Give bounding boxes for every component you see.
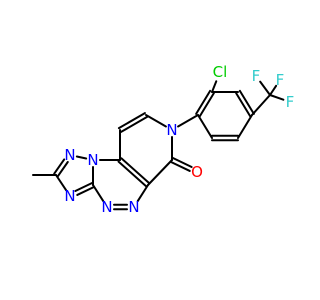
bond-ar3-ar4-0 (238, 89, 255, 115)
atom-label-f1: F (286, 93, 295, 111)
bond-ar4-ar5 (237, 114, 253, 139)
bond-ar6-ar1 (197, 114, 213, 139)
atom-label-o1: O (191, 163, 203, 181)
bond-c4a-c9b-0 (117, 160, 148, 188)
bond-cf3-f1 (269, 94, 285, 101)
bond-c4a-c9b-1 (120, 157, 151, 185)
atom-label-f3: F (252, 67, 261, 85)
bond-c3a-n4 (92, 184, 105, 203)
bond-c2-n1-1 (56, 160, 69, 178)
atom-label-n6: N (166, 121, 177, 139)
bond-cf3-f2 (269, 84, 278, 96)
atom-label-f2: F (276, 71, 285, 89)
bond-c6-o-1 (170, 160, 191, 172)
atom-label-n3: N (64, 187, 75, 205)
bond-c2-n1-0 (53, 158, 66, 175)
bond-ar1-ar2-0 (195, 89, 212, 115)
bond-c8-n7 (145, 114, 167, 128)
bond-c9-c8-0 (117, 112, 146, 130)
bond-ar2-cl (211, 80, 218, 93)
bond-c6-c4a (147, 159, 173, 186)
bond-c3a-n3-1 (74, 182, 94, 192)
bond-layer (32, 80, 285, 211)
atom-label-cl: Cl (213, 63, 228, 81)
bond-n3-c2 (55, 174, 68, 192)
bond-c3a-n3-0 (76, 185, 95, 196)
atom-label-n1: N (64, 146, 75, 164)
bond-n1-n9 (75, 155, 88, 160)
bond-ar1-ar2-1 (198, 92, 215, 118)
bond-n7-ar1 (177, 114, 199, 128)
bond-cf3-f3 (259, 80, 271, 96)
bond-c9-c8-1 (120, 115, 149, 133)
atom-label-n2: N (87, 151, 98, 169)
bond-ar3-ar4-1 (235, 92, 252, 118)
atom-label-n4: N (101, 198, 112, 216)
bond-c6-o-0 (171, 157, 193, 168)
bond-n5-c4a (136, 184, 149, 203)
bond-ar4-cf3 (251, 94, 271, 116)
atom-label-n5: N (128, 198, 139, 216)
